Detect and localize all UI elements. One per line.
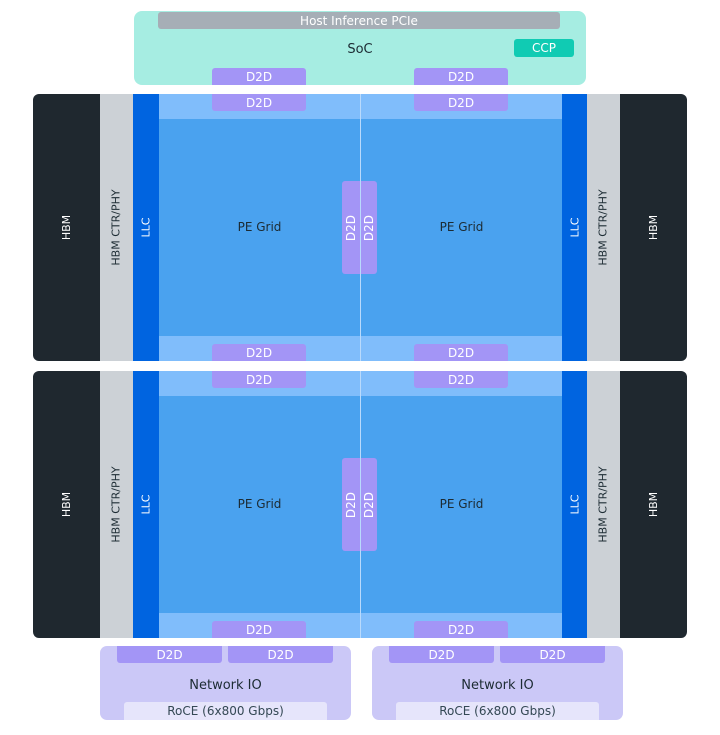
d2d-mid-left-label: D2D (344, 491, 358, 518)
llc-left-label: LLC (139, 217, 153, 238)
hbm-ctr-phy-right: HBM CTR/PHY (587, 371, 620, 638)
d2d-mid-left: D2D (342, 181, 360, 274)
d2d-top-right-label: D2D (447, 95, 475, 110)
llc-right-label: LLC (568, 217, 581, 238)
d2d-bottom-right-label: D2D (447, 345, 475, 360)
nio-d2d-left: D2D (389, 646, 494, 663)
hbm-right: HBM (620, 371, 687, 638)
hbm-left: HBM (33, 94, 100, 361)
d2d-bottom-right: D2D (414, 621, 508, 638)
d2d-top-left-label: D2D (245, 95, 273, 110)
hbm-left-label: HBM (60, 214, 73, 241)
hbm-right-label: HBM (647, 491, 660, 518)
hbm-ctr-phy-left: HBM CTR/PHY (100, 371, 133, 638)
hbm-ctr-phy-right-label: HBM CTR/PHY (597, 189, 610, 266)
llc-left-label: LLC (139, 494, 153, 515)
hbm-ctr-phy-left-label: HBM CTR/PHY (110, 466, 123, 543)
d2d-bottom-left: D2D (212, 621, 306, 638)
pe-grid-right-label: PE Grid (439, 496, 484, 511)
llc-left: LLC (133, 94, 159, 361)
d2d-top-right-label: D2D (447, 372, 475, 387)
pe-grid-left-label: PE Grid (237, 496, 282, 511)
d2d-mid-right: D2D (360, 181, 377, 274)
soc-label: SoC (347, 41, 373, 57)
llc-right: LLC (562, 371, 587, 638)
nio-d2d-right: D2D (500, 646, 605, 663)
llc-right-label: LLC (568, 494, 581, 515)
hbm-ctr-phy-right: HBM CTR/PHY (587, 94, 620, 361)
d2d-mid-left-label: D2D (344, 214, 358, 241)
d2d-top-left-label: D2D (245, 372, 273, 387)
d2d-mid-right-label: D2D (362, 491, 376, 518)
pe-grid-left-label: PE Grid (237, 219, 282, 234)
hbm-ctr-phy-right-label: HBM CTR/PHY (597, 466, 610, 543)
d2d-top-left: D2D (212, 94, 306, 111)
pe-grid-right: PE Grid (361, 214, 562, 239)
nio-d2d-left: D2D (117, 646, 222, 663)
nio-d2d-right: D2D (228, 646, 333, 663)
d2d-bottom-right: D2D (414, 344, 508, 361)
network-io-label: Network IO (189, 677, 262, 693)
d2d-mid-left: D2D (342, 458, 360, 551)
roce-block: RoCE (6x800 Gbps) (396, 702, 599, 720)
pe-grid-left: PE Grid (159, 214, 360, 239)
roce-block: RoCE (6x800 Gbps) (124, 702, 327, 720)
ccp-block: CCP (514, 39, 574, 57)
network-io-label: Network IO (461, 677, 534, 693)
host-pcie: Host Inference PCIe (158, 12, 560, 29)
d2d-mid-right-label: D2D (362, 214, 376, 241)
d2d-bottom-left-label: D2D (245, 345, 273, 360)
d2d-bottom-left-label: D2D (245, 622, 273, 637)
d2d-top-right: D2D (414, 371, 508, 388)
soc-d2d-right: D2D (414, 68, 508, 85)
soc-d2d-left: D2D (212, 68, 306, 85)
pe-grid-right-label: PE Grid (439, 219, 484, 234)
hbm-ctr-phy-left-label: HBM CTR/PHY (110, 189, 123, 266)
hbm-ctr-phy-left: HBM CTR/PHY (100, 94, 133, 361)
d2d-bottom-left: D2D (212, 344, 306, 361)
d2d-bottom-right-label: D2D (447, 622, 475, 637)
llc-right: LLC (562, 94, 587, 361)
pe-grid-right: PE Grid (361, 491, 562, 516)
pe-grid-left: PE Grid (159, 491, 360, 516)
llc-left: LLC (133, 371, 159, 638)
hbm-left-label: HBM (60, 491, 73, 518)
d2d-top-left: D2D (212, 371, 306, 388)
d2d-top-right: D2D (414, 94, 508, 111)
hbm-right: HBM (620, 94, 687, 361)
hbm-left: HBM (33, 371, 100, 638)
d2d-mid-right: D2D (360, 458, 377, 551)
hbm-right-label: HBM (647, 214, 660, 241)
